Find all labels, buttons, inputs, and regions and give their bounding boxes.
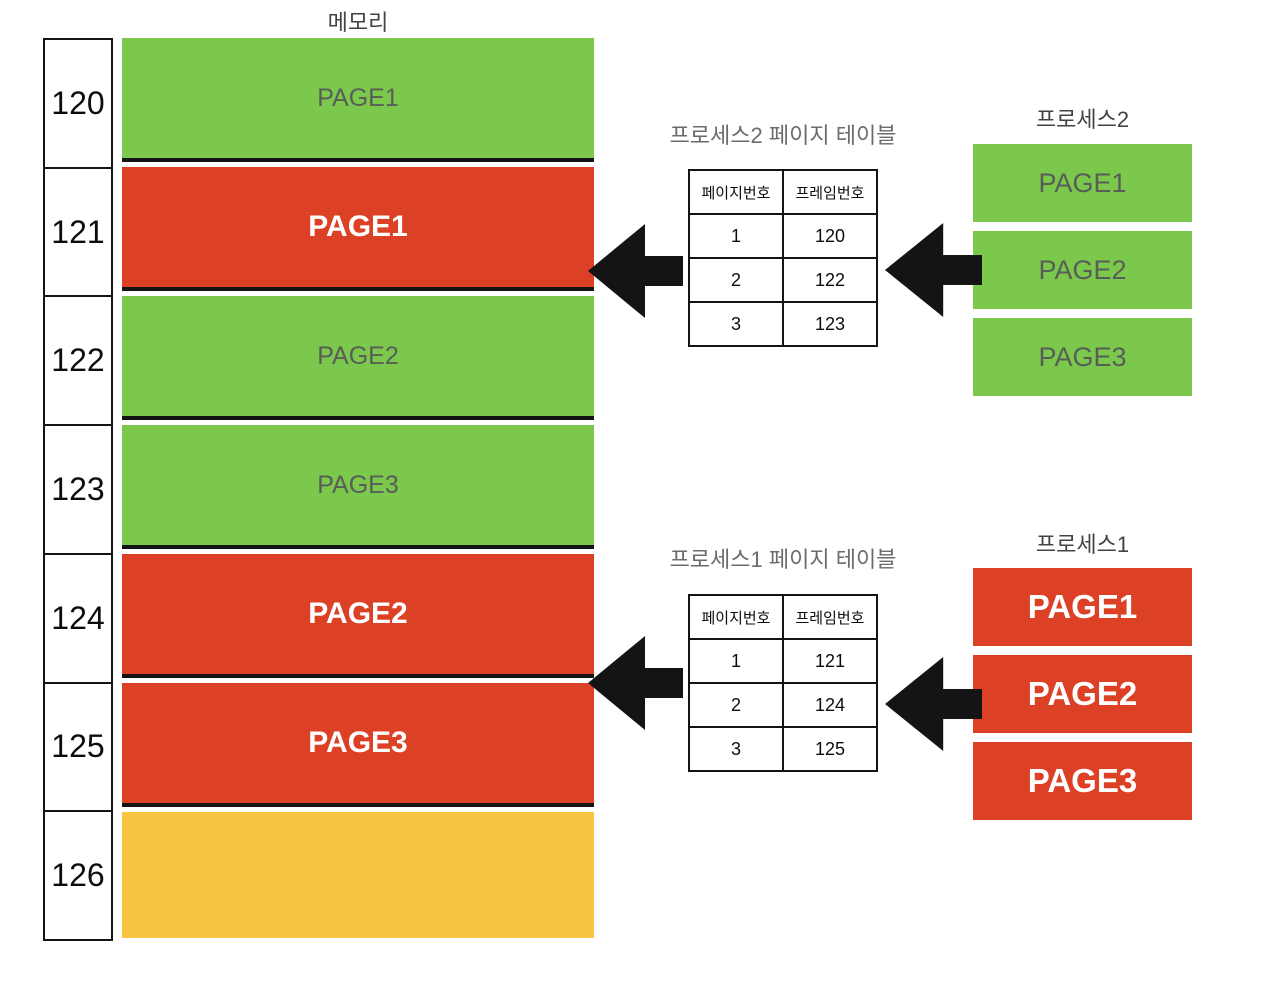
page-label: PAGE3 bbox=[1027, 762, 1138, 799]
page-label: PAGE2 bbox=[1027, 675, 1138, 712]
frame-number-cell: 121 bbox=[45, 166, 111, 296]
memory-block-frame121: PAGE1 bbox=[122, 167, 594, 291]
table-cell: 1 bbox=[688, 213, 784, 259]
table-cell: 121 bbox=[782, 638, 878, 684]
table-row: 2 124 bbox=[688, 682, 878, 728]
memory-block-frame124: PAGE2 bbox=[122, 554, 594, 678]
frame-number-cell: 120 bbox=[51, 84, 105, 121]
left-arrow-icon-process2-to-table bbox=[885, 223, 982, 317]
left-arrow-icon-process1-to-table bbox=[885, 657, 982, 751]
frame-number-cell: 124 bbox=[45, 552, 111, 682]
table-cell: 122 bbox=[782, 257, 878, 303]
table-row: 3 125 bbox=[688, 726, 878, 772]
memory-title: 메모리 bbox=[327, 10, 389, 35]
process1-page3-block: PAGE3 bbox=[973, 742, 1192, 820]
table-cell: 2 bbox=[688, 682, 784, 728]
process1-page2-block: PAGE2 bbox=[973, 655, 1192, 733]
page-label: PAGE1 bbox=[1027, 588, 1138, 625]
memory-block-label: PAGE3 bbox=[308, 726, 408, 759]
table-cell: 3 bbox=[688, 301, 784, 347]
left-arrow-icon-table2-to-memory bbox=[588, 224, 683, 318]
process2-page1-block: PAGE1 bbox=[973, 144, 1192, 222]
memory-block-frame120: PAGE1 bbox=[122, 38, 594, 162]
process2-page3-block: PAGE3 bbox=[973, 318, 1192, 396]
table-cell: 120 bbox=[782, 213, 878, 259]
table-header-cell: 페이지번호 bbox=[688, 594, 784, 640]
memory-block-label: PAGE1 bbox=[317, 83, 399, 112]
table-cell: 3 bbox=[688, 726, 784, 772]
memory-block-label: PAGE2 bbox=[308, 597, 408, 630]
process2-title: 프로세스2 bbox=[1035, 107, 1130, 132]
table-cell: 2 bbox=[688, 257, 784, 303]
process1-page-table-title: 프로세스1 페이지 테이블 bbox=[669, 547, 897, 572]
table-header-cell: 프레임번호 bbox=[782, 594, 878, 640]
memory-block-label: PAGE2 bbox=[317, 341, 399, 370]
table-row: 1 121 bbox=[688, 638, 878, 684]
process2-page-table: 페이지번호 프레임번호 1 120 2 122 3 123 bbox=[688, 169, 878, 347]
table-row: 3 123 bbox=[688, 301, 878, 347]
memory-block-label: PAGE3 bbox=[317, 470, 399, 499]
left-arrow-icon-table1-to-memory bbox=[588, 636, 683, 730]
process1-page1-block: PAGE1 bbox=[973, 568, 1192, 646]
process2-page2-block: PAGE2 bbox=[973, 231, 1192, 309]
table-row: 2 122 bbox=[688, 257, 878, 303]
process2-page-table-title: 프로세스2 페이지 테이블 bbox=[669, 123, 897, 148]
frame-number-column: 120 121 122 123 124 125 126 bbox=[43, 38, 113, 941]
frame-number-cell: 122 bbox=[45, 295, 111, 424]
table-cell: 1 bbox=[688, 638, 784, 684]
page-label: PAGE2 bbox=[1038, 254, 1127, 285]
page-label: PAGE3 bbox=[1038, 341, 1127, 372]
memory-block-frame125: PAGE3 bbox=[122, 683, 594, 807]
process1-title: 프로세스1 bbox=[1035, 532, 1130, 557]
memory-block-frame123: PAGE3 bbox=[122, 425, 594, 549]
memory-column: PAGE1 PAGE1 PAGE2 PAGE3 PAGE2 PAGE3 bbox=[122, 38, 594, 943]
frame-number-cell: 126 bbox=[45, 810, 111, 939]
memory-block-frame126-free bbox=[122, 812, 594, 938]
memory-block-frame122: PAGE2 bbox=[122, 296, 594, 420]
table-row: 1 120 bbox=[688, 213, 878, 259]
table-cell: 124 bbox=[782, 682, 878, 728]
memory-block-label: PAGE1 bbox=[308, 210, 408, 243]
process1-page-table: 페이지번호 프레임번호 1 121 2 124 3 125 bbox=[688, 594, 878, 772]
page-label: PAGE1 bbox=[1038, 167, 1127, 198]
table-cell: 125 bbox=[782, 726, 878, 772]
table-cell: 123 bbox=[782, 301, 878, 347]
table-header-cell: 프레임번호 bbox=[782, 169, 878, 215]
table-header-cell: 페이지번호 bbox=[688, 169, 784, 215]
frame-number-cell: 125 bbox=[45, 681, 111, 811]
frame-number-cell: 123 bbox=[45, 424, 111, 553]
